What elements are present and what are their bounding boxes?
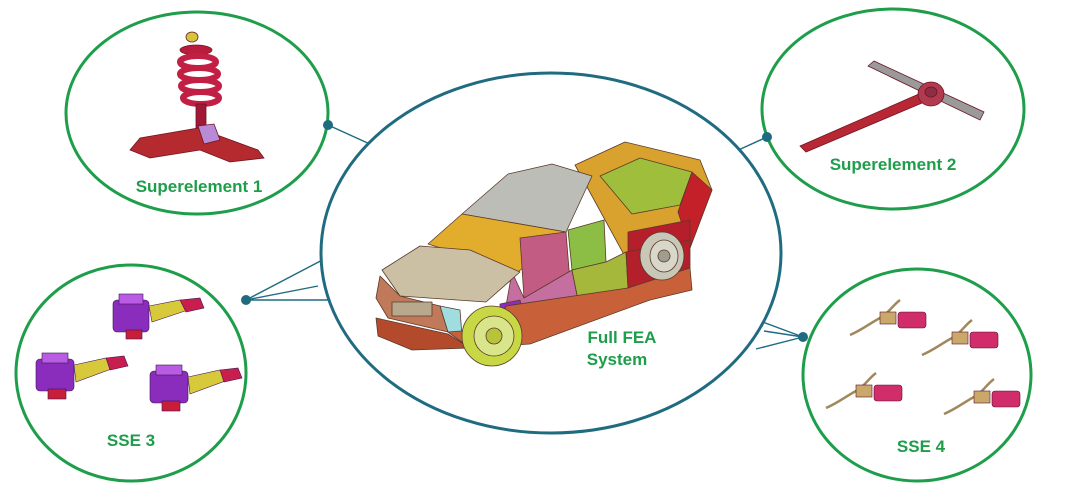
engine-model-3 (149, 364, 243, 412)
pickup-truck-model (375, 141, 713, 367)
sse-4-group: SSE 4 (798, 267, 1033, 483)
mount-model-4 (943, 378, 1021, 416)
superelement-1-group: Superelement 1 (64, 10, 333, 216)
engine-model-1 (112, 293, 205, 340)
mount-model-1 (849, 299, 927, 337)
sse-3-ring (14, 263, 248, 483)
sse-4-ring (801, 267, 1033, 483)
mount-model-2 (921, 319, 999, 357)
sse-3-label: SSE 3 (107, 431, 155, 450)
driveshaft-model (799, 60, 985, 153)
suspension-strut-model (129, 31, 265, 163)
engine-model-2 (35, 352, 129, 400)
sse-3-group: SSE 3 (14, 263, 251, 483)
superelement-1-node (323, 120, 333, 130)
superelement-2-group: Superelement 2 (760, 7, 1026, 211)
sse-4-label: SSE 4 (897, 437, 946, 456)
center-label-line2: System (587, 350, 647, 369)
sse-3-node (241, 295, 251, 305)
sse-4-node (798, 332, 808, 342)
mount-model-3 (825, 372, 903, 410)
superelement-1-label: Superelement 1 (136, 177, 263, 196)
superelement-2-node (762, 132, 772, 142)
connector-lines (245, 124, 804, 350)
center-label-line1: Full FEA (588, 328, 657, 347)
superelement-2-label: Superelement 2 (830, 155, 957, 174)
